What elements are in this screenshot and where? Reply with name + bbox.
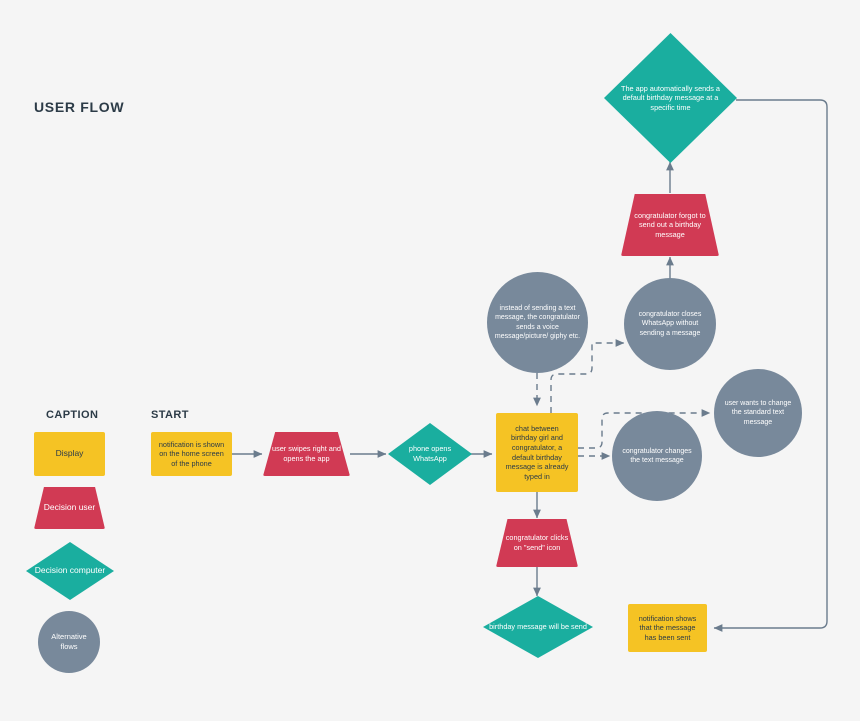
node-label: congratulator closes WhatsApp without se…: [638, 311, 702, 337]
node-label: chat between birthday girl and congratul…: [505, 423, 569, 481]
node-clicks-send[interactable]: congratulator clicks on "send" icon: [496, 519, 578, 567]
legend-label-decision-computer: Decision computer: [34, 565, 106, 576]
legend-label-alternative-flows: Alternative flows: [51, 632, 87, 651]
page-title: USER FLOW: [34, 99, 125, 115]
legend-label-display: Display: [55, 448, 84, 459]
legend-label-decision-user: Decision user: [43, 502, 96, 513]
node-phone-opens-whatsapp[interactable]: phone opens WhatsApp: [388, 423, 472, 485]
node-label: notification is shown on the home screen…: [158, 439, 225, 468]
trapezoid-shape: [496, 519, 578, 567]
edge-auto-to-notification-sent: [713, 99, 828, 632]
node-notification-home[interactable]: notification is shown on the home screen…: [151, 432, 232, 476]
node-label: instead of sending a text message, the c…: [494, 305, 581, 340]
trapezoid-shape: [621, 194, 719, 256]
node-label: notification shows that the message has …: [638, 613, 697, 642]
legend-swatch-decision-user: Decision user: [34, 487, 105, 529]
start-heading: START: [151, 409, 189, 421]
node-label: user wants to change the standard text m…: [724, 400, 792, 426]
node-closes-whatsapp[interactable]: congratulator closes WhatsApp without se…: [624, 278, 716, 370]
legend-heading: CAPTION: [46, 409, 99, 421]
node-app-auto-sends[interactable]: The app automatically sends a default bi…: [604, 33, 737, 163]
node-label: congratulator clicks on "send" icon: [505, 533, 569, 552]
node-forgot-to-send[interactable]: congratulator forgot to send out a birth…: [621, 194, 719, 256]
node-user-swipes[interactable]: user swipes right and opens the app: [263, 432, 350, 476]
node-label: user swipes right and opens the app: [272, 444, 341, 463]
node-label: congratulator changes the text message: [622, 447, 692, 464]
legend-swatch-alternative-flows: Alternative flows: [38, 611, 100, 673]
node-notification-sent[interactable]: notification shows that the message has …: [628, 604, 707, 652]
node-label: congratulator forgot to send out a birth…: [634, 210, 706, 239]
node-label: The app automatically sends a default bi…: [621, 83, 720, 112]
node-wants-to-change[interactable]: user wants to change the standard text m…: [714, 369, 802, 457]
trapezoid-shape: [263, 432, 350, 476]
node-message-will-be-send[interactable]: birthday message will be send: [483, 596, 593, 658]
node-changes-text[interactable]: congratulator changes the text message: [612, 411, 702, 501]
node-label: birthday message will be send: [489, 622, 587, 632]
node-voice-or-picture[interactable]: instead of sending a text message, the c…: [487, 272, 588, 373]
legend-swatch-decision-computer: Decision computer: [26, 542, 114, 600]
trapezoid-shape: [34, 487, 105, 529]
legend-swatch-display: Display: [34, 432, 105, 476]
node-chat-default-message[interactable]: chat between birthday girl and congratul…: [496, 413, 578, 492]
node-label: phone opens WhatsApp: [408, 444, 452, 463]
